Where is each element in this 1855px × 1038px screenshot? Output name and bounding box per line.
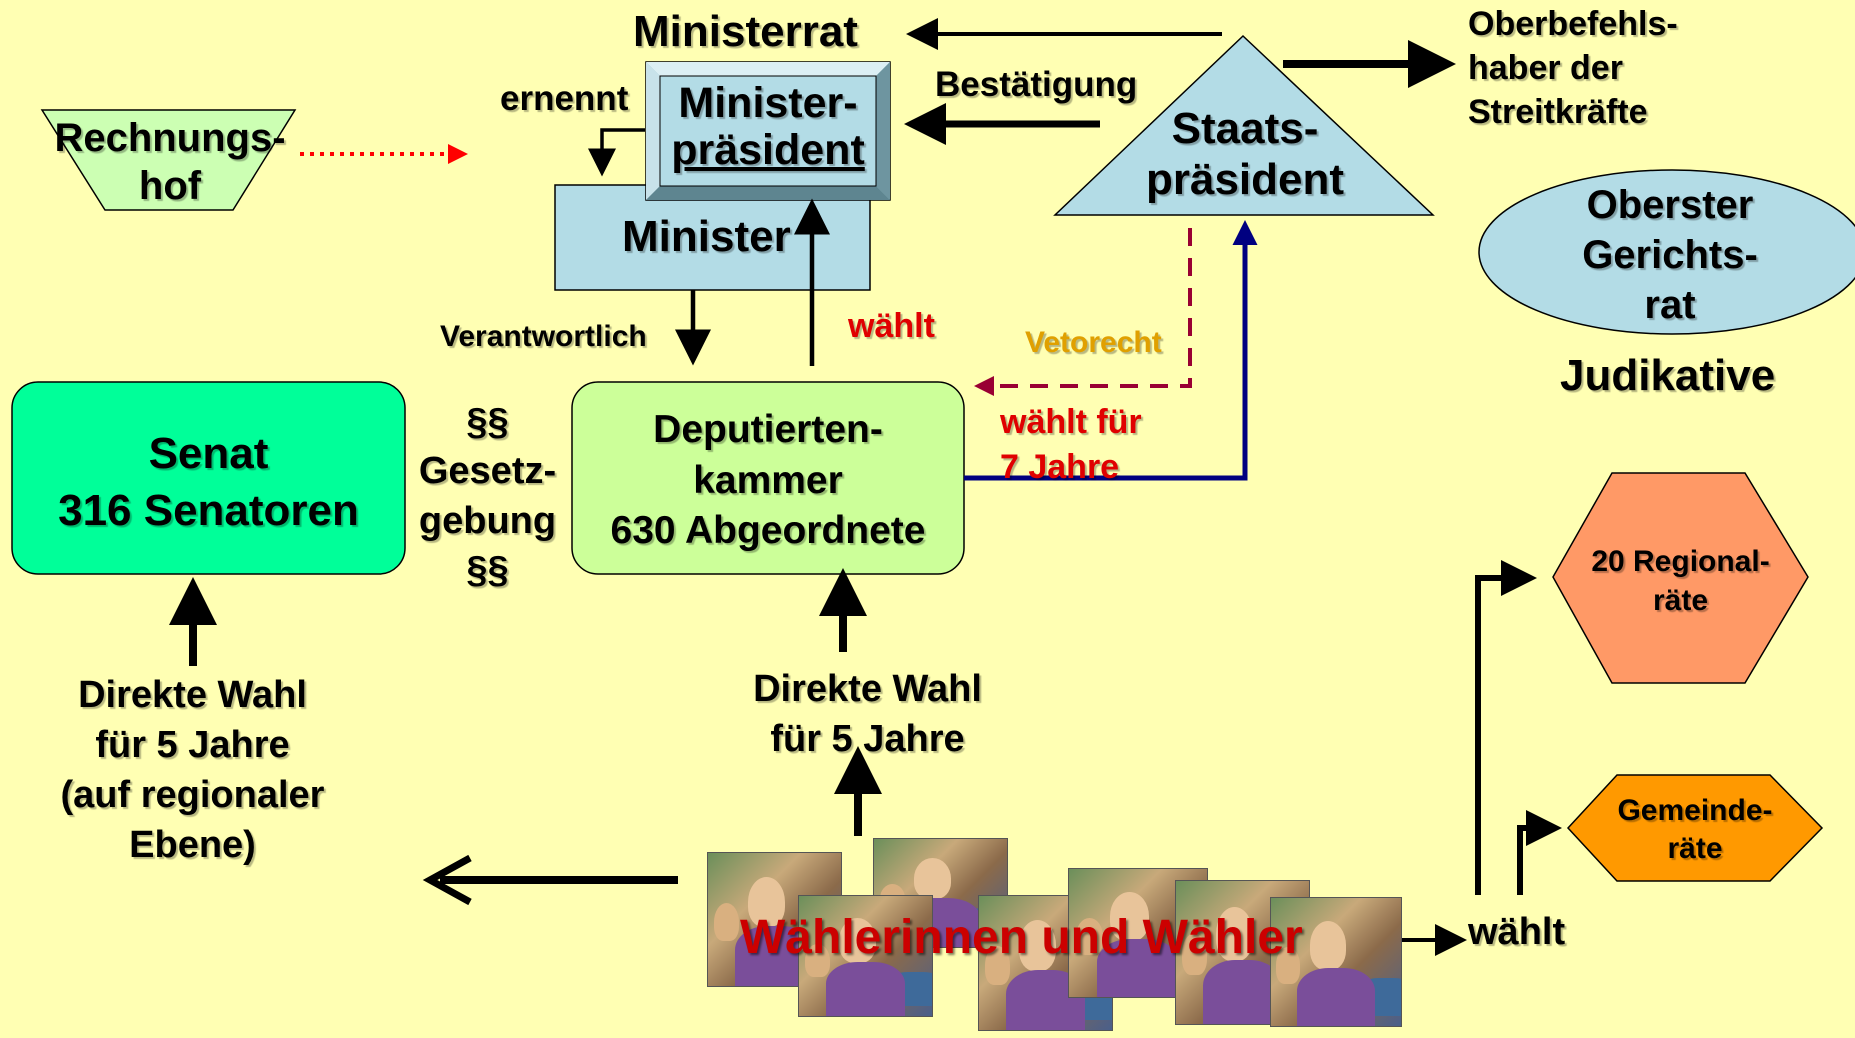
direkte-wahl-senat-line-4: Ebene)	[129, 824, 256, 867]
gesetzgebung-line-2: Gesetz-	[418, 450, 557, 493]
ministerrat-label: Ministerrat	[633, 7, 858, 56]
oberster-gerichtsrat-label: Oberster Gerichts- rat	[1520, 180, 1820, 330]
verantwortlich-label: Verantwortlich	[440, 320, 647, 353]
gesetzgebung-line-1: §§	[466, 401, 509, 443]
arrow-ernennt	[588, 128, 645, 177]
waehlt-7-jahre-line-1: wählt für	[1000, 403, 1142, 441]
direkte-wahl-kammer-line-2: für 5 Jahre	[770, 718, 965, 761]
ministerpraesident-frame	[645, 61, 891, 201]
oberster-gerichtsrat-line-2: Gerichts-	[1582, 233, 1758, 277]
staatspraesident-label: Staats- präsident	[1110, 104, 1380, 205]
waehlt-local-label: wählt	[1468, 911, 1566, 953]
oberbefehlshaber-line-3: Streitkräfte	[1468, 93, 1648, 132]
direkte-wahl-senat-line-2: für 5 Jahre	[95, 724, 290, 767]
waehlt-7-jahre-line-2: 7 Jahre	[1000, 447, 1120, 486]
gemeinderaete-hexagon	[1566, 774, 1824, 882]
direkte-wahl-senat-line-1: Direkte Wahl	[78, 674, 307, 716]
senat-box	[11, 381, 406, 575]
regionalraete-line-1: 20 Regional-	[1591, 545, 1770, 578]
deputiertenkammer-line-3: 630 Abgeordnete	[610, 509, 926, 553]
rechnungshof-label: Rechnungs- hof	[40, 114, 300, 210]
arrow-vetorecht	[974, 228, 1192, 396]
waehler-label: Wählerinnen und Wähler	[740, 911, 1303, 964]
oberster-gerichtsrat-line-1: Oberster	[1586, 183, 1754, 227]
oberbefehlshaber-line-1: Oberbefehls-	[1468, 5, 1678, 43]
regionalraete-hexagon	[1552, 472, 1809, 684]
oberbefehlshaber-label: Oberbefehls- haber der Streitkräfte	[1468, 2, 1678, 135]
arrow-to-regionalraete	[1475, 560, 1537, 895]
staatspraesident-line-2: präsident	[1145, 154, 1345, 204]
arrow-waehler-to-senat	[422, 854, 678, 906]
direkte-wahl-senat-label: Direkte Wahl für 5 Jahre (auf regionaler…	[20, 670, 365, 871]
ministerpraesident-line-1: Minister-	[678, 79, 858, 127]
waehlt-minister-label: wählt	[848, 307, 935, 345]
ministerpraesident-line-2: präsident	[671, 126, 865, 175]
deputiertenkammer-line-2: kammer	[693, 458, 843, 502]
staatspraesident-line-1: Staats-	[1171, 104, 1319, 153]
arrow-to-gemeinderaete	[1517, 810, 1562, 895]
oberster-gerichtsrat-ellipse	[1478, 169, 1855, 335]
vetorecht-label: Vetorecht	[1025, 326, 1162, 359]
gesetzgebung-line-4: §§	[466, 549, 509, 592]
direkte-wahl-kammer-line-1: Direkte Wahl	[753, 668, 982, 710]
judikative-label: Judikative	[1560, 351, 1776, 400]
ministerpraesident-label: Minister- präsident	[658, 79, 878, 175]
direkte-wahl-senat-line-3: (auf regionaler	[60, 774, 325, 817]
senat-label: Senat 316 Senatoren	[12, 425, 405, 539]
oberster-gerichtsrat-line-3: rat	[1644, 283, 1696, 327]
gemeinderaete-label: Gemeinde- räte	[1568, 792, 1822, 867]
senat-line-2: 316 Senatoren	[58, 486, 359, 536]
gemeinderaete-line-2: räte	[1667, 831, 1723, 865]
bestaetigung-label: Bestätigung	[935, 65, 1138, 104]
rechnungshof-line-1: Rechnungs-	[54, 116, 286, 160]
oberbefehlshaber-line-2: haber der	[1468, 49, 1623, 88]
arrow-waehlt-7-jahre	[964, 220, 1258, 481]
ernennt-label: ernennt	[500, 79, 629, 118]
minister-label: Minister	[622, 212, 791, 261]
waehlt-7-jahre-label: wählt für 7 Jahre	[1000, 400, 1142, 490]
gesetzgebung-line-3: gebung	[418, 499, 557, 542]
regionalraete-label: 20 Regional- räte	[1553, 542, 1808, 620]
rechnungshof-shape	[40, 109, 297, 211]
waehler-photo-6	[1175, 880, 1310, 1025]
staatspraesident-triangle	[1053, 34, 1435, 216]
senat-line-1: Senat	[148, 429, 269, 478]
direkte-wahl-kammer-label: Direkte Wahl für 5 Jahre	[700, 664, 1035, 764]
gemeinderaete-line-1: Gemeinde-	[1617, 794, 1773, 827]
gesetzgebung-label: §§ Gesetz- gebung §§	[405, 398, 570, 596]
rechnungshof-line-2: hof	[138, 164, 202, 208]
waehler-photo-3	[798, 895, 933, 1017]
deputiertenkammer-line-1: Deputierten-	[653, 408, 883, 451]
regionalraete-line-2: räte	[1652, 584, 1709, 617]
waehler-photo-7	[1270, 897, 1402, 1027]
deputiertenkammer-label: Deputierten- kammer 630 Abgeordnete	[572, 405, 964, 557]
